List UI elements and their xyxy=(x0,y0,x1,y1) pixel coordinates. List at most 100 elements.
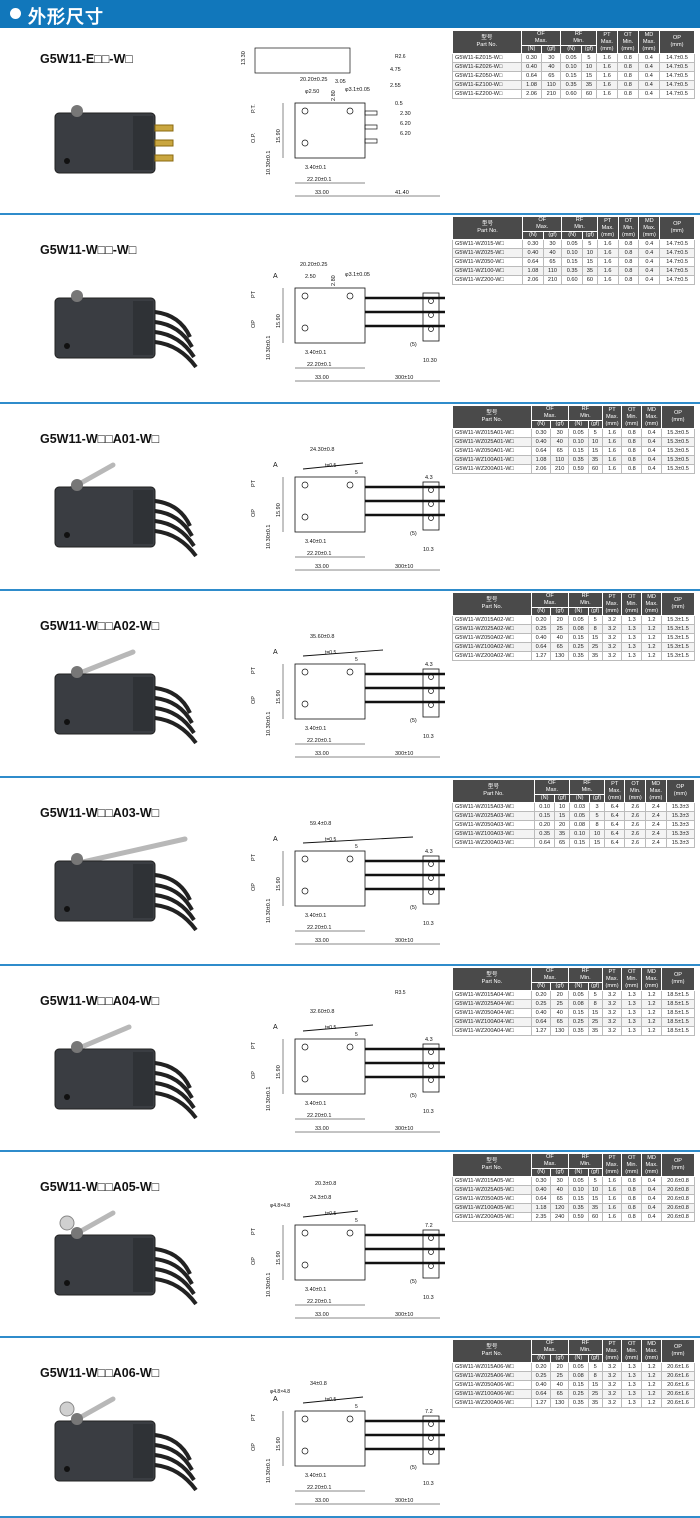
value-cell: 0.25 xyxy=(530,1371,552,1381)
dimension-label: OP xyxy=(251,883,257,891)
value-cell: 15 xyxy=(581,71,597,81)
dimension-label: 10.30±0.1 xyxy=(266,525,272,549)
terminal xyxy=(154,139,174,147)
value-cell: 10 xyxy=(554,802,570,812)
value-cell: 1.2 xyxy=(641,1008,662,1018)
lead-wire xyxy=(154,696,194,725)
unit-header: (N) xyxy=(568,1168,589,1177)
model-number: G5W11-W□□A04-W□ xyxy=(40,994,160,1008)
lead-wire xyxy=(154,519,196,548)
header-label: PT xyxy=(608,593,616,600)
drawing-terminal xyxy=(364,138,378,144)
dimension-label: (5) xyxy=(410,1279,417,1285)
value-cell: 130 xyxy=(550,1026,570,1036)
value-cell: 20.6±0.8 xyxy=(661,1203,695,1213)
header-label: OF xyxy=(546,593,554,599)
drawing-hole xyxy=(301,513,309,521)
value-cell: 15.3±0.5 xyxy=(661,464,695,474)
unit-header: (N) xyxy=(530,982,552,991)
actuator-button xyxy=(71,105,83,117)
header-label: Max. xyxy=(645,1347,658,1354)
value-cell: 0.08 xyxy=(568,820,591,830)
drawing-hole xyxy=(346,292,354,300)
drawing-body xyxy=(294,1224,366,1281)
part-number-cell: G5W11-WZ025A05-W□ xyxy=(452,1185,532,1195)
header-label: Max. xyxy=(534,38,547,44)
part-number-cell: G5W11-WZ200A01-W□ xyxy=(452,464,532,474)
header-label: RF xyxy=(583,780,591,786)
value-cell: 35 xyxy=(581,266,598,276)
actuator-button xyxy=(71,1413,83,1425)
model-number: G5W11-E□□-W□ xyxy=(40,52,133,66)
value-cell: 20 xyxy=(550,990,570,1000)
op-header: OP(mm) xyxy=(661,1153,695,1177)
value-cell: 15.3±3 xyxy=(665,829,696,839)
value-cell: 0.8 xyxy=(621,1185,643,1195)
page-title: 外形尺寸 xyxy=(28,7,104,28)
header-label: PT xyxy=(608,406,616,413)
section-divider xyxy=(0,402,700,404)
switch-photo xyxy=(54,105,174,174)
value-cell: 14.7±0.5 xyxy=(659,275,695,285)
value-cell: 1.6 xyxy=(601,428,623,438)
drawing-body xyxy=(294,1410,366,1467)
dimension-label: 5 xyxy=(355,844,358,850)
mount-hole xyxy=(64,158,70,164)
header-label: Min. xyxy=(580,1161,591,1167)
header-label: OP xyxy=(673,410,683,416)
header-label: (mm) xyxy=(625,607,639,614)
value-cell: 20.6±1.6 xyxy=(661,1380,695,1390)
header-label: Max. xyxy=(608,787,621,794)
value-cell: 2.4 xyxy=(645,838,667,848)
part-number-cell: G5W11-WZ015A03-W□ xyxy=(452,802,535,812)
value-cell: 0.40 xyxy=(522,248,544,258)
value-cell: 6.4 xyxy=(603,820,626,830)
drawing-hole xyxy=(346,481,354,489)
header-label: Max. xyxy=(645,413,658,420)
header-label: PT xyxy=(611,780,619,787)
unit-header: (N) xyxy=(522,231,544,240)
value-cell: 6.4 xyxy=(603,811,626,821)
value-cell: 0.05 xyxy=(560,53,583,63)
header-label: OT xyxy=(624,31,632,38)
unit-header: (N) xyxy=(530,1354,552,1363)
value-cell: 0.08 xyxy=(568,624,589,634)
drawing-body xyxy=(294,102,366,159)
lead-wire xyxy=(154,1267,196,1296)
value-cell: 0.35 xyxy=(568,1203,589,1213)
value-cell: 20.6±0.8 xyxy=(661,1176,695,1186)
value-cell: 0.4 xyxy=(641,437,662,447)
header-label: Min. xyxy=(623,224,634,231)
unit-header: (N) xyxy=(568,982,589,991)
value-cell: 20.6±1.6 xyxy=(661,1362,695,1372)
dimension-label: 6.20 xyxy=(400,131,411,137)
dimension-label: O.P. xyxy=(251,132,257,143)
switch-body xyxy=(54,1234,156,1296)
value-cell: 2.06 xyxy=(530,464,552,474)
value-cell: 65 xyxy=(550,1194,570,1204)
header-label: (mm) xyxy=(671,979,685,985)
value-cell: 0.64 xyxy=(530,642,552,652)
value-cell: 0.25 xyxy=(530,624,552,634)
dimension-label: PT xyxy=(251,1227,257,1235)
value-cell: 15.3±3 xyxy=(665,811,696,821)
value-cell: 20.6±1.6 xyxy=(661,1371,695,1381)
dimension-label: 10.30±0.1 xyxy=(266,1087,272,1111)
header-label: Part No. xyxy=(481,417,503,423)
value-cell: 40 xyxy=(550,1380,570,1390)
value-cell: 8 xyxy=(587,999,603,1009)
header-label: OF xyxy=(546,968,554,974)
value-cell: 2.35 xyxy=(530,1212,552,1222)
value-cell: 15.3±0.5 xyxy=(661,428,695,438)
part-number-cell: G5W11-WZ025A01-W□ xyxy=(452,437,532,447)
value-cell: 2.4 xyxy=(645,802,667,812)
